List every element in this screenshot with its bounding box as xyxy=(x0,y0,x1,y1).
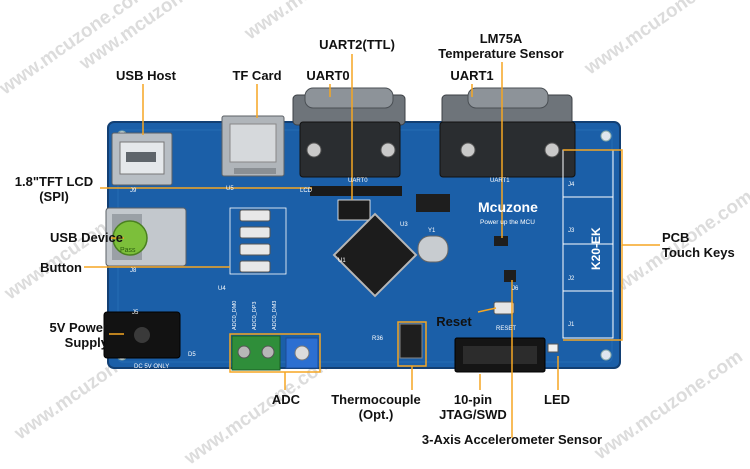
lm75a-sensor-chip xyxy=(494,236,508,246)
mcu-chip xyxy=(332,212,418,298)
label-adc: ADC xyxy=(271,392,301,407)
label-uart0: UART0 xyxy=(306,68,350,83)
adc-terminal-block xyxy=(231,335,319,371)
silk-adc2: ADC0_DM3 xyxy=(272,301,278,330)
silk-u3: U3 xyxy=(400,222,408,228)
leader-touch-2 xyxy=(563,245,623,341)
silk-uart0: UART0 xyxy=(348,178,368,184)
silk-j5: J5 xyxy=(132,310,139,316)
lcd-pin-header xyxy=(310,186,402,196)
silk-j1: J1 xyxy=(568,322,575,328)
label-tft-lcd: 1.8"TFT LCD (SPI) xyxy=(14,174,94,204)
jtag-swd-header xyxy=(454,337,546,373)
callout-leader-lines xyxy=(84,54,660,438)
silk-j8: J8 xyxy=(130,268,137,274)
silk-j9: J9 xyxy=(130,188,137,194)
leader-reset xyxy=(477,307,497,313)
silk-u4: U4 xyxy=(218,286,226,292)
silk-dc-5v: DC 5V ONLY xyxy=(134,364,169,370)
uart1-db9-connector xyxy=(439,87,576,178)
brand-slogan: Power up the MCU xyxy=(480,219,535,226)
label-tf-card: TF Card xyxy=(232,68,282,83)
silk-reset: RESET xyxy=(496,326,516,332)
board-model: K20-EK xyxy=(589,227,603,270)
label-button: Button xyxy=(40,260,82,275)
silk-r36: R36 xyxy=(372,336,384,342)
label-uart1: UART1 xyxy=(450,68,494,83)
silk-pass: Pass xyxy=(120,247,136,254)
tf-card-slot xyxy=(221,115,285,177)
silk-u5: U5 xyxy=(226,186,234,192)
silk-uart1: UART1 xyxy=(490,178,510,184)
label-jtag-swd: 10-pin JTAG/SWD xyxy=(439,392,507,422)
label-usb-device: USB Device xyxy=(50,230,123,245)
crystal-oscillator xyxy=(417,235,449,263)
dc-power-jack xyxy=(103,311,181,359)
label-usb-host: USB Host xyxy=(116,68,176,83)
silk-lcd: LCD xyxy=(300,188,313,194)
label-reset: Reset xyxy=(436,314,472,329)
mounting-hole xyxy=(600,130,612,142)
ic-chip xyxy=(416,194,450,212)
label-pcb-touch-keys: PCB Touch Keys xyxy=(662,230,735,260)
watermark-text: www.mcuzone.com xyxy=(580,0,737,80)
silk-j3: J3 xyxy=(568,228,575,234)
uart2-ttl-header xyxy=(337,199,371,221)
led-part xyxy=(547,343,559,353)
usb-device-connector xyxy=(105,207,187,267)
silk-y1: Y1 xyxy=(428,228,436,234)
silk-j2: J2 xyxy=(568,276,575,282)
label-uart2-ttl: UART2(TTL) xyxy=(319,37,395,52)
label-accelerometer: 3-Axis Accelerometer Sensor xyxy=(421,432,603,447)
silk-j4: J4 xyxy=(568,182,575,188)
label-5v-power-supply: 5V Power Supply xyxy=(49,320,108,350)
silk-d5: D5 xyxy=(188,352,196,358)
usb-host-connector xyxy=(111,132,173,186)
button-group xyxy=(229,207,287,275)
silk-adc1: ADC0_DP3 xyxy=(252,302,258,330)
silk-j6: J6 xyxy=(512,286,519,292)
brand-logo-text: Mcuzone xyxy=(478,199,538,215)
watermark-text: www.mcuzone.com xyxy=(0,0,152,100)
label-led: LED xyxy=(544,392,570,407)
silk-adc0: ADC0_DM0 xyxy=(232,301,238,330)
label-thermocouple: Thermocouple (Opt.) xyxy=(331,392,421,422)
reset-button-part xyxy=(493,301,515,315)
thermocouple-footprint xyxy=(399,323,423,359)
silkscreen-text: UART0 UART1 LCD J9 J8 J5 U5 U1 Y1 U3 U4 … xyxy=(120,178,603,370)
leader-touch-1 xyxy=(563,149,660,246)
label-lm75a: LM75A Temperature Sensor xyxy=(438,31,564,61)
silk-u1: U1 xyxy=(338,258,346,264)
uart0-db9-connector xyxy=(292,87,406,178)
accelerometer-chip xyxy=(504,270,516,282)
leader-adc-box xyxy=(229,333,321,373)
mounting-hole xyxy=(600,349,612,361)
